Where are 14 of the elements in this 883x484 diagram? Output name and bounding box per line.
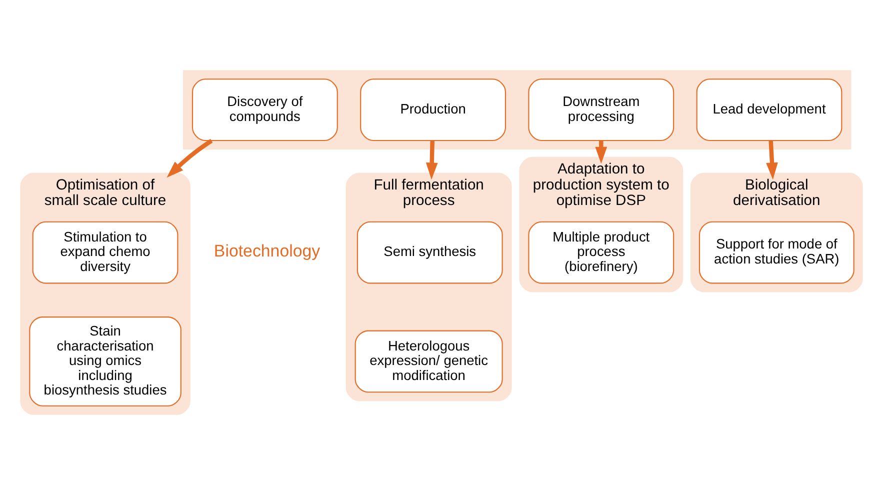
node-box: Semi synthesis xyxy=(356,220,503,284)
arrow xyxy=(166,138,213,178)
arrow xyxy=(766,140,778,180)
node-box: Multiple product process (biorefinery) xyxy=(528,220,674,284)
node-box: Production xyxy=(360,78,506,140)
node-box: Lead development xyxy=(696,78,842,140)
label: Biotechnology xyxy=(214,241,320,260)
node-box: Heterologous expression/ genetic modification xyxy=(354,330,503,392)
node-box: Discovery of compounds xyxy=(192,78,338,140)
node-box: Downstream processing xyxy=(528,78,674,140)
node-box: Support for mode of action studies (SAR) xyxy=(698,220,854,284)
node-box: Stimulation to expand chemo diversity xyxy=(32,220,178,284)
arrow xyxy=(426,140,438,180)
node-box: Stain characterisation using omics including biosynthesis studies xyxy=(29,316,182,406)
